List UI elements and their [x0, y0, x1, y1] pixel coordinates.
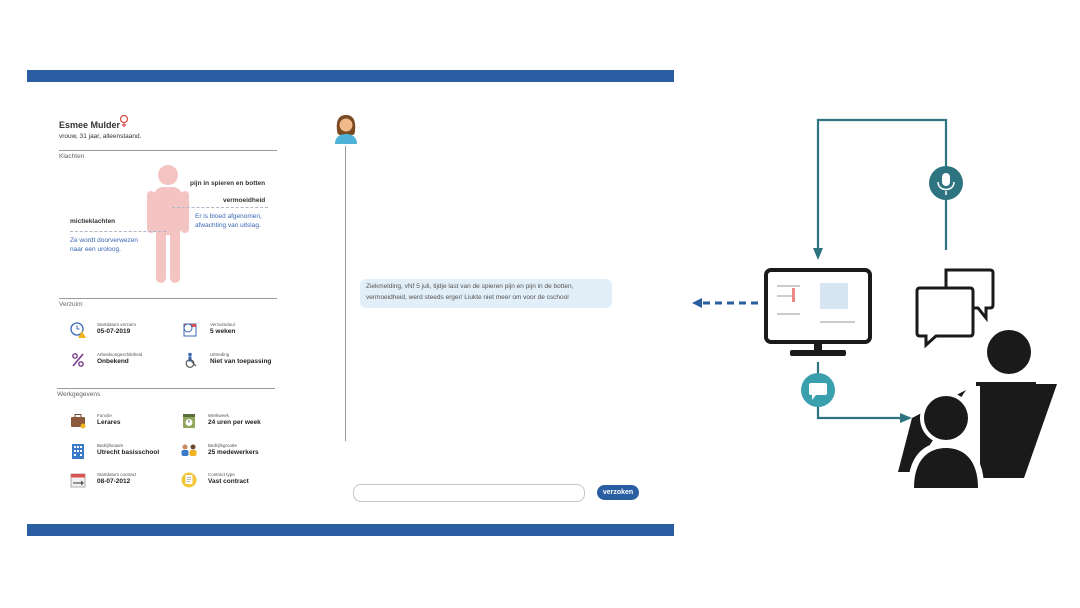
chat-bubble-icon: [801, 373, 835, 407]
complaint-label: vermoeidheid: [223, 197, 266, 204]
timer-icon: [183, 414, 195, 428]
field-label: Bedrijfsgrootte: [208, 443, 238, 448]
complaints-section-title: Klachten: [59, 150, 277, 160]
female-symbol-icon: [119, 114, 129, 127]
speech-bubbles-icon: [915, 268, 995, 349]
monitor-icon: [764, 268, 872, 356]
field-value: 5 weken: [210, 328, 236, 335]
audio-flow-line: [816, 118, 948, 250]
document-icon: [181, 472, 197, 488]
absence-field: Startdatum verzuim 05-07-2019: [70, 322, 180, 338]
field-label: Startdatum contract: [97, 472, 137, 477]
patient-name: Esmee Mulder: [59, 120, 121, 130]
employment-field: Bedrijfsgrootte 25 medewerkers: [181, 443, 291, 457]
complaint-note: Er is bloed afgenomen, afwachting van ui…: [195, 213, 262, 229]
absence-field: Verzuimduur 5 weken: [183, 322, 293, 337]
chat-flow-arrowhead: [900, 413, 912, 423]
bottom-bar: [27, 524, 674, 536]
field-label: Functie: [97, 413, 112, 418]
absence-section-title: Verzuim: [59, 298, 277, 308]
percent-icon: [72, 353, 84, 367]
workflow-diagram: [692, 118, 1057, 488]
field-value: Onbekend: [97, 358, 129, 365]
complaint-label: mictieklachten: [70, 218, 116, 225]
employment-section-title: Werkgegevens: [57, 388, 275, 398]
field-label: Contract type: [208, 472, 235, 477]
employment-field: Werkweek 24 uren per week: [181, 413, 291, 428]
field-value: Vast contract: [208, 478, 249, 485]
complaint-note: Ze wordt doorverwezen naar een uroloog.: [70, 237, 138, 253]
calendar-arrow-icon: [70, 473, 86, 488]
employment-field: Contract type Vast contract: [181, 472, 291, 488]
field-label: Arbeidsongeschiktheid: [97, 352, 143, 357]
patient-description: vrouw, 31 jaar, alleenstaand.: [59, 133, 142, 140]
top-bar: [27, 70, 674, 82]
briefcase-icon: [71, 414, 86, 429]
clock-warning-icon: [70, 322, 86, 338]
chat-timeline: [345, 146, 346, 441]
send-button[interactable]: verzoken: [597, 485, 639, 500]
chat-message: Ziekmelding, vNf 5 juli, tijdje last van…: [360, 279, 612, 308]
complaint-label: pijn in spieren en botten: [190, 180, 266, 187]
field-label: Bedrijfsnaam: [97, 443, 124, 448]
wheelchair-icon: [185, 352, 197, 368]
complaint-leader-line: [172, 207, 268, 208]
field-label: Verzuimduur: [210, 322, 236, 327]
field-value: Niet van toepassing: [210, 358, 272, 365]
building-icon: [72, 444, 84, 459]
people-icon: [181, 444, 197, 456]
field-value: Lerares: [97, 419, 121, 426]
chat-input[interactable]: [353, 484, 585, 502]
field-label: Werkweek: [208, 413, 229, 418]
calendar-clock-icon: [183, 323, 197, 337]
doctor-avatar: [335, 115, 357, 144]
field-label: Uittreding: [210, 352, 230, 357]
complaint-leader-line: [70, 231, 166, 232]
dashed-arrow: [692, 298, 758, 308]
body-figure: [147, 165, 189, 283]
absence-field: Uittreding Niet van toepassing: [183, 352, 293, 368]
field-label: Startdatum verzuim: [97, 322, 137, 327]
field-value: 08-07-2012: [97, 478, 131, 485]
field-value: 24 uren per week: [208, 419, 261, 426]
employment-field: Bedrijfsnaam Utrecht basisschool: [70, 443, 180, 459]
employment-field: Functie Lerares: [70, 413, 180, 429]
absence-field: Arbeidsongeschiktheid Onbekend: [70, 352, 180, 367]
field-value: 25 medewerkers: [208, 449, 259, 456]
two-people-icon: [898, 330, 1057, 488]
microphone-icon: [929, 166, 963, 200]
field-value: 05-07-2019: [97, 328, 131, 335]
field-value: Utrecht basisschool: [97, 449, 160, 456]
employment-field: Startdatum contract 08-07-2012: [70, 472, 180, 488]
audio-flow-arrowhead: [813, 248, 823, 260]
